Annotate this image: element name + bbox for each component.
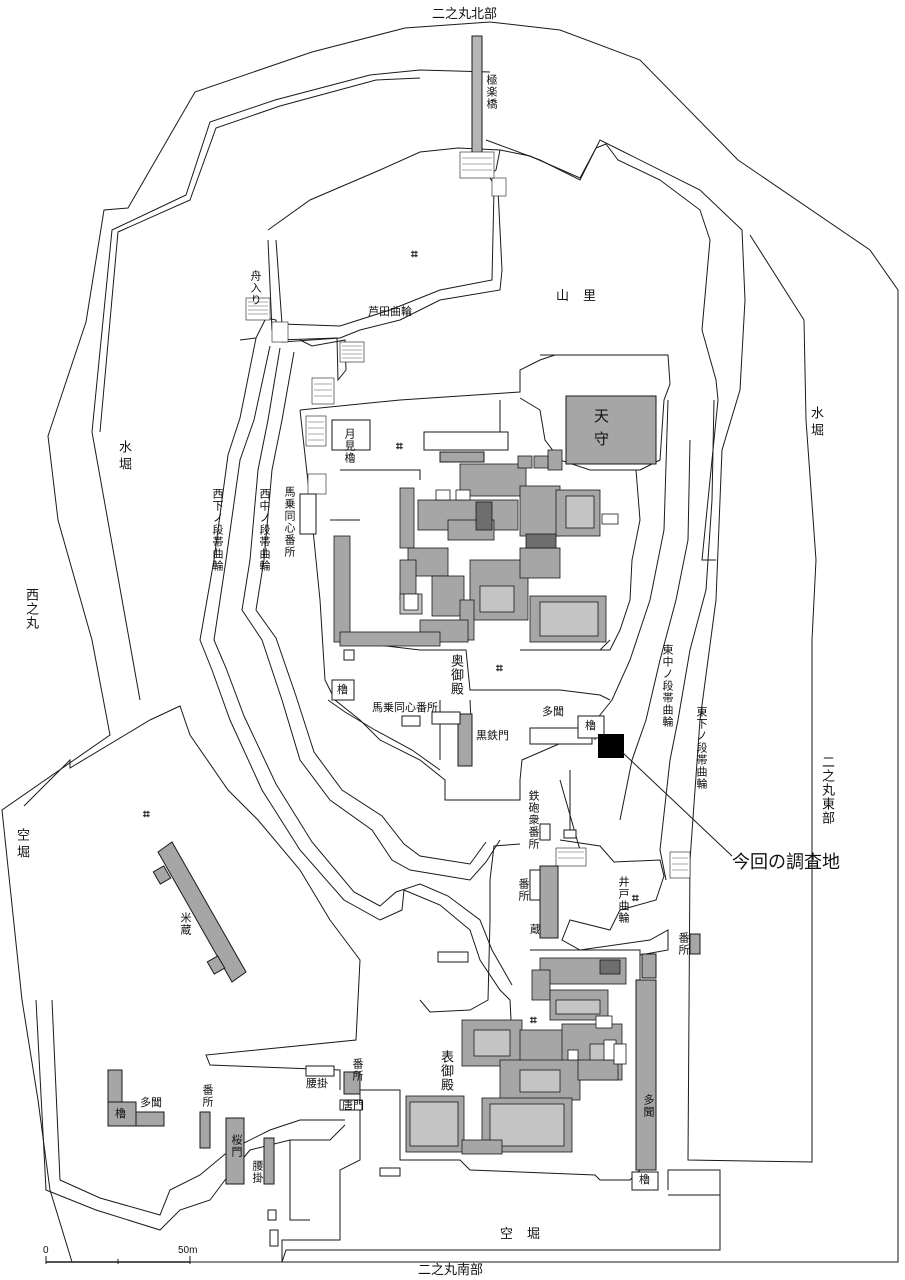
label-water-moat-east: 水堀	[809, 406, 824, 440]
sakura-mon	[225, 1117, 245, 1185]
upper-yagura	[577, 715, 605, 739]
west-yagura-mid	[331, 679, 355, 701]
omote-goten-buildings	[405, 957, 627, 1155]
dry-moat-south-edge	[281, 1194, 721, 1263]
label-kurogane-gate: 黒鉄門	[476, 730, 509, 742]
label-funairi: 舟入り	[249, 270, 261, 306]
label-tsukimi-yagura: 月見櫓	[343, 428, 355, 464]
label-koshikake-2: 腰掛	[251, 1160, 263, 1184]
label-bansho-east: 番所	[677, 932, 689, 956]
label-south-area: 二之丸南部	[418, 1262, 484, 1277]
label-koshikake-1: 腰掛	[306, 1078, 328, 1090]
bajo-doshin-bansho-north	[299, 493, 317, 535]
nishi-gedan-belt	[239, 317, 347, 382]
yagura-sw	[107, 1101, 137, 1127]
yagura-se	[631, 1171, 659, 1191]
label-ashida-bailey: 芦田曲輪	[368, 306, 412, 318]
kara-mon	[339, 1099, 363, 1111]
tsukimi-yagura	[331, 419, 371, 451]
tamon-east	[635, 979, 657, 1171]
label-bansho-south: 番所	[351, 1058, 363, 1082]
label-ido-bailey: 井戸曲輪	[617, 876, 629, 924]
label-upper-yagura: 櫓	[585, 720, 596, 732]
label-sakura-mon: 桜門	[230, 1134, 242, 1158]
label-tenshu: 天守	[592, 408, 609, 454]
staircase-funairi	[245, 297, 271, 321]
label-nishi-chudan-belt: 西中ノ段帯曲輪	[258, 488, 270, 572]
label-tamon-sw: 多聞	[140, 1097, 162, 1109]
label-bajo-doshin-bansho-h: 馬乗同心番所	[372, 702, 438, 714]
survey-site-callout: 今回の調査地	[732, 852, 840, 872]
label-dry-moat-south: 空堀	[500, 1226, 555, 1241]
label-gokuraku-bridge: 極楽橋	[485, 74, 497, 110]
kura-storehouse	[539, 865, 559, 939]
gokuraku-bridge	[471, 35, 483, 155]
yamazato-bailey	[499, 143, 719, 561]
label-kura: 蔵	[530, 924, 541, 936]
honmaru-wall	[299, 409, 592, 801]
tenshu-enclosure	[519, 354, 671, 471]
label-higashi-chudan-belt: 東中ノ段帯曲輪	[661, 644, 673, 728]
label-teppoushu-bansho: 鉄砲衆番所	[527, 790, 539, 850]
label-kara-mon: 唐門	[342, 1100, 364, 1112]
label-bajo-doshin-bansho-v: 馬乗同心番所	[283, 486, 295, 558]
nishi-chudan-belt	[241, 347, 501, 881]
label-water-moat-west: 水堀	[117, 440, 132, 474]
label-yamazato: 山里	[556, 288, 611, 303]
scale-start-label: 0	[43, 1245, 49, 1256]
label-kome-gura: 米蔵	[179, 912, 191, 936]
survey-site	[598, 734, 624, 758]
label-bansho-left: 番所	[201, 1084, 213, 1108]
label-nishi-gedan-belt: 西下ノ段帯曲輪	[211, 488, 223, 572]
label-bansho-mid: 番所	[517, 878, 529, 902]
well-icon: ⌗	[396, 439, 403, 453]
west-moat-inner	[91, 69, 491, 701]
label-oku-goten: 奥御殿	[449, 654, 464, 696]
label-upper-tamon: 多聞	[542, 706, 564, 718]
well-icon: ⌗	[411, 247, 418, 261]
tamon-sw	[135, 1111, 165, 1127]
label-higashi-gedan-belt: 東下ノ段帯曲輪	[695, 706, 707, 790]
label-omote-goten: 表御殿	[439, 1050, 454, 1092]
ido-bailey	[559, 839, 669, 956]
well-icon: ⌗	[632, 891, 639, 905]
label-north-area: 二之丸北部	[432, 6, 498, 21]
nishinomaru-edge	[23, 705, 361, 1090]
staircase-tsukimi	[305, 415, 327, 447]
label-dry-moat-west: 空堀	[15, 828, 30, 862]
outer-moat-edge-east	[282, 21, 899, 1263]
inner-moat-edge-east	[485, 139, 817, 1163]
label-tamon-east: 多聞	[642, 1094, 654, 1118]
outer-moat-edge-north-west	[1, 21, 491, 1263]
oku-goten-buildings	[333, 449, 619, 647]
survey-callout-line	[621, 751, 733, 857]
staircase-ido	[555, 847, 587, 867]
well-icon: ⌗	[530, 1013, 537, 1027]
well-icon: ⌗	[496, 661, 503, 675]
staircase-ashida	[339, 341, 365, 363]
kome-gura-storehouse	[152, 841, 247, 983]
ashida-bailey	[267, 147, 503, 343]
west-long-building	[333, 535, 351, 643]
label-east-area: 二之丸東部	[820, 755, 835, 825]
well-icon: ⌗	[143, 807, 150, 821]
scale-bar	[45, 1256, 191, 1264]
label-west-yagura-mid: 櫓	[337, 684, 348, 696]
label-yagura-se: 櫓	[639, 1174, 650, 1186]
label-west-area: 西之丸	[24, 588, 39, 630]
tenshu-keep	[565, 395, 657, 465]
scale-end-label: 50m	[178, 1245, 198, 1256]
label-yagura-sw: 櫓	[115, 1108, 126, 1120]
kurogane-gate	[457, 713, 473, 767]
